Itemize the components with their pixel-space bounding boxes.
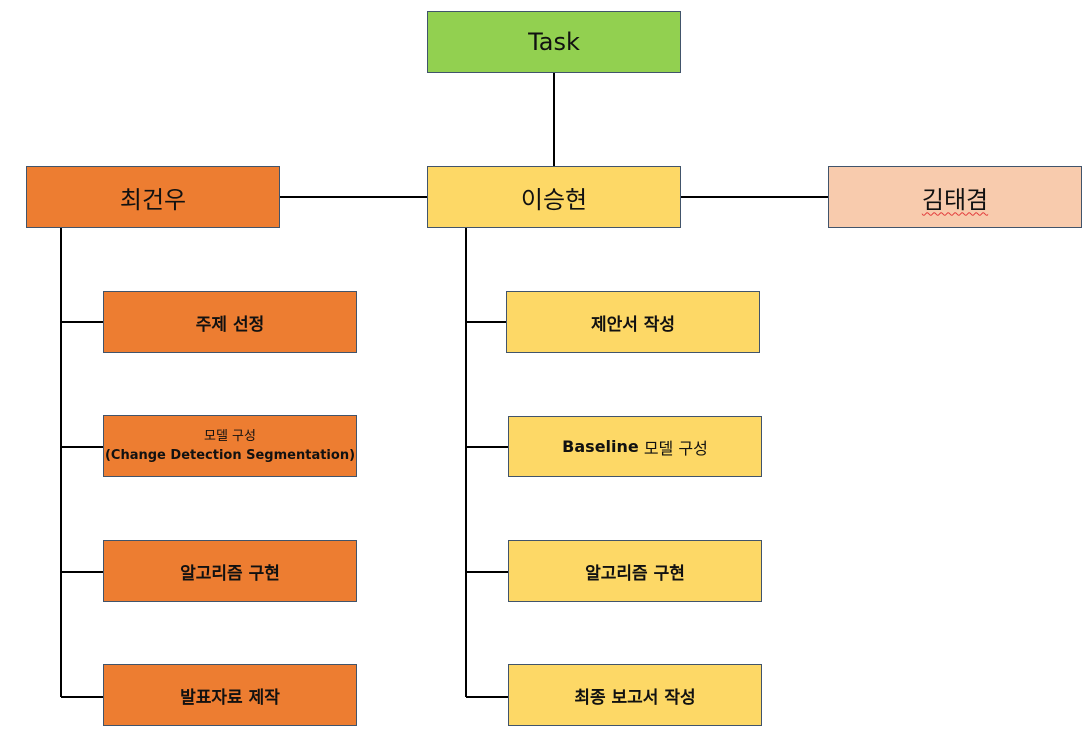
center-task-2: Baseline 모델 구성 <box>508 416 762 477</box>
person-box-center: 이승현 <box>427 166 681 228</box>
task-root-box: Task <box>427 11 681 73</box>
left-task-1-label: 주제 선정 <box>195 314 265 335</box>
person-box-right: 김태겸 <box>828 166 1082 228</box>
person-name-left: 최건우 <box>119 185 187 214</box>
left-task-4: 발표자료 제작 <box>103 664 357 726</box>
center-task-1-label: 제안서 작성 <box>590 314 676 335</box>
center-task-4: 최종 보고서 작성 <box>508 664 762 726</box>
person-name-right: 김태겸 <box>921 185 989 214</box>
center-task-4-label: 최종 보고서 작성 <box>574 687 696 708</box>
left-task-4-label: 발표자료 제작 <box>180 687 280 708</box>
left-task-2-label-line1: 모델 구성 <box>204 429 256 444</box>
center-task-1: 제안서 작성 <box>506 291 760 353</box>
left-task-2: 모델 구성 (Change Detection Segmentation) <box>103 415 357 477</box>
center-task-2-label-bold: Baseline <box>562 437 639 456</box>
left-task-1: 주제 선정 <box>103 291 357 353</box>
left-task-2-label-line2: (Change Detection Segmentation) <box>104 448 356 463</box>
person-name-center: 이승현 <box>520 185 588 214</box>
center-task-3: 알고리즘 구현 <box>508 540 762 602</box>
left-task-3: 알고리즘 구현 <box>103 540 357 602</box>
center-task-3-label: 알고리즘 구현 <box>585 563 685 584</box>
center-task-2-label-rest: 모델 구성 <box>638 438 708 458</box>
task-root-label: Task <box>528 28 580 56</box>
left-task-3-label: 알고리즘 구현 <box>180 563 280 584</box>
person-box-left: 최건우 <box>26 166 280 228</box>
